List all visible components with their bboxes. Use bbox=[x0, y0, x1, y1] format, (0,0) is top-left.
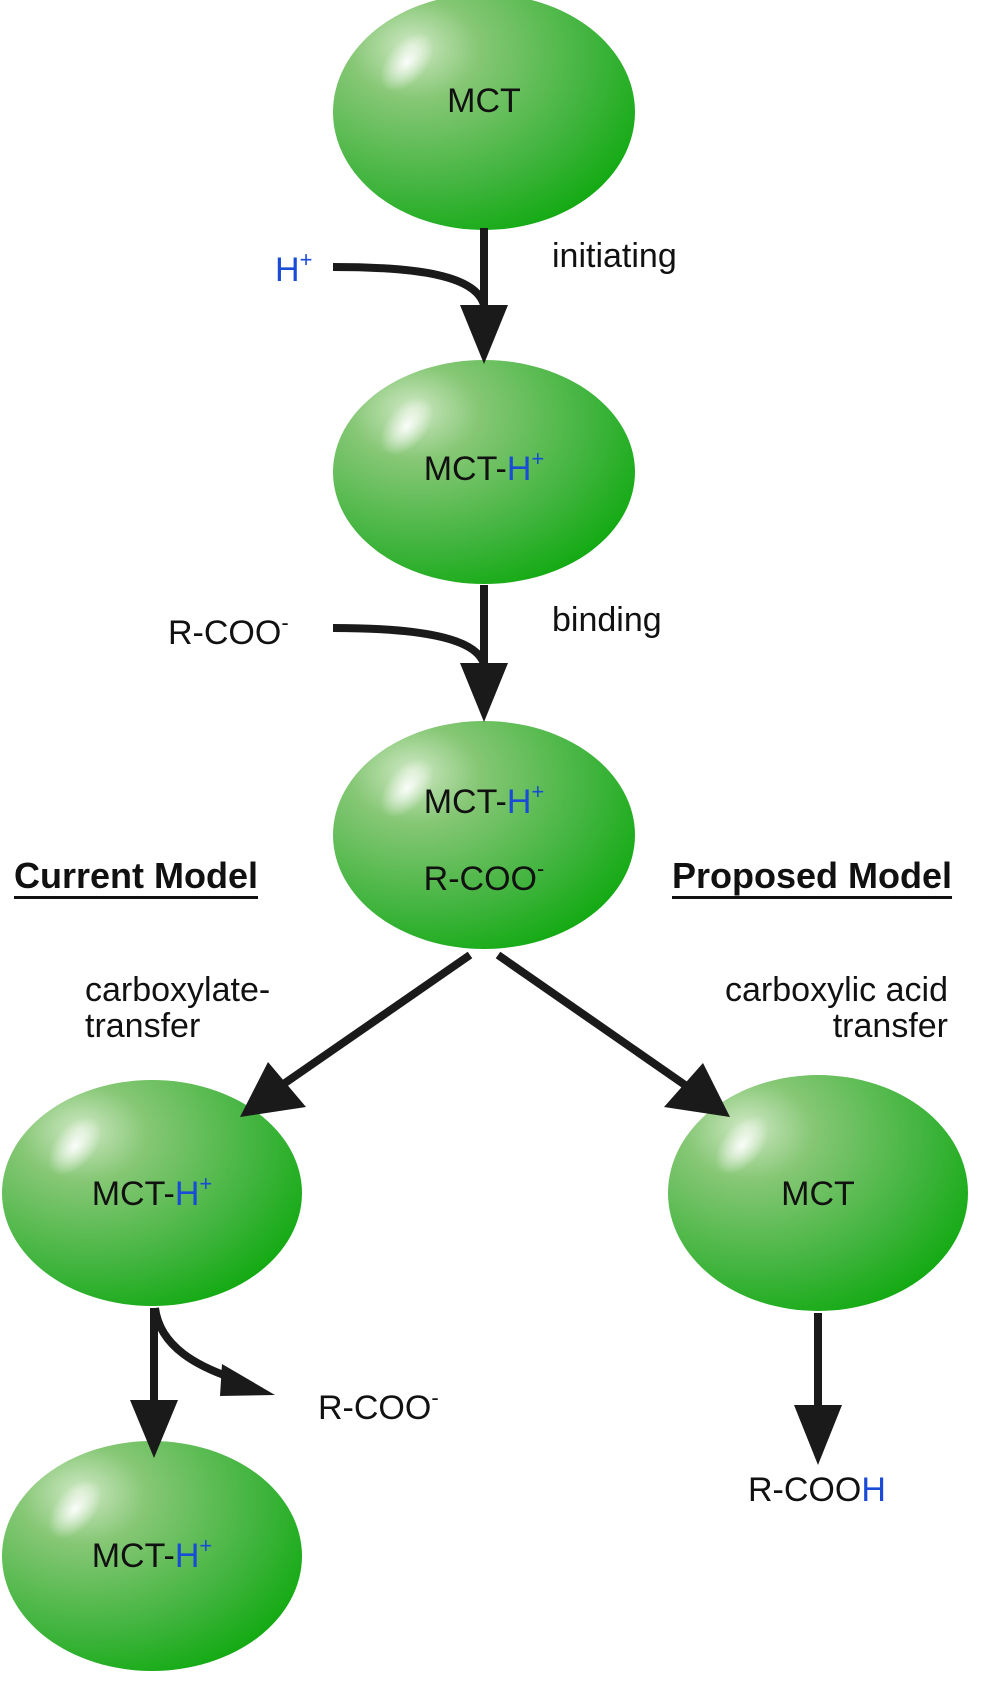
node-proposed-mct bbox=[668, 1075, 968, 1311]
node-label-mct-h-substrate: MCT-H+ bbox=[423, 779, 545, 822]
node-current-mct-h bbox=[2, 1080, 302, 1306]
node-label-current-mct-h: MCT-H+ bbox=[91, 1171, 213, 1214]
step-carboxylic-transfer-line2: transfer bbox=[832, 1007, 948, 1045]
step-binding: binding bbox=[552, 601, 662, 639]
step-carboxylate-transfer-line1: carboxylate- bbox=[85, 971, 271, 1009]
node-label-mct-h: MCT-H+ bbox=[423, 446, 545, 489]
arrowhead-proposed-down bbox=[794, 1405, 842, 1465]
node-label-mct-top: MCT bbox=[447, 82, 521, 120]
current-model-heading: Current Model bbox=[14, 855, 259, 896]
node-mct-h bbox=[333, 360, 635, 584]
node-label-current-mct-h-final: MCT-H+ bbox=[91, 1533, 213, 1576]
arrow-substrate-out bbox=[151, 1307, 234, 1382]
arrowhead-substrate-out bbox=[220, 1364, 275, 1396]
arrowhead-proposed-branch bbox=[664, 1063, 730, 1117]
step-carboxylate-transfer-line2: transfer bbox=[85, 1007, 201, 1045]
proton-input-label: H+ bbox=[275, 247, 313, 289]
arrowhead-binding bbox=[460, 663, 508, 722]
step-carboxylic-transfer-line1: carboxylic acid bbox=[725, 971, 948, 1009]
node-label-proposed-mct: MCT bbox=[781, 1175, 855, 1213]
node-mct-h-substrate bbox=[333, 721, 635, 949]
proposed-product-label: R-COOH bbox=[748, 1471, 886, 1509]
node-mct-top bbox=[333, 0, 635, 230]
step-initiating: initiating bbox=[552, 237, 677, 275]
node-label-substrate-bound: R-COO- bbox=[423, 856, 545, 899]
arrowhead-current-branch bbox=[240, 1062, 306, 1117]
node-current-mct-h-final bbox=[2, 1441, 302, 1671]
proposed-model-heading: Proposed Model bbox=[672, 855, 953, 896]
substrate-input-label: R-COO- bbox=[168, 610, 289, 652]
arrow-substrate-in bbox=[332, 624, 488, 666]
arrow-proposed-branch bbox=[495, 951, 688, 1089]
arrowhead-initiating bbox=[460, 305, 508, 364]
arrow-current-branch bbox=[282, 951, 473, 1087]
arrow-proton-in bbox=[332, 263, 488, 307]
current-product-label: R-COO- bbox=[318, 1385, 439, 1427]
arrowhead-current-down bbox=[130, 1400, 178, 1458]
